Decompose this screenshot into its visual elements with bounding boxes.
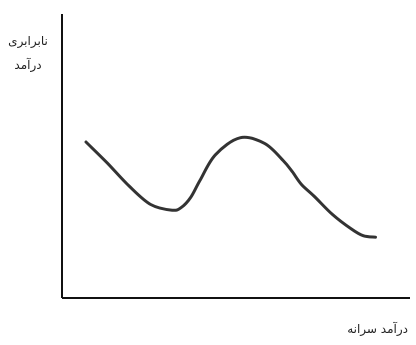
y-axis-label-line-1: نابرابری (8, 34, 48, 48)
series-line (84, 135, 377, 239)
x-axis-label: درآمد سرانه (347, 322, 408, 336)
axes (61, 14, 410, 299)
series-layer (84, 135, 377, 239)
y-axis-label-line-2: درآمد (14, 58, 42, 72)
